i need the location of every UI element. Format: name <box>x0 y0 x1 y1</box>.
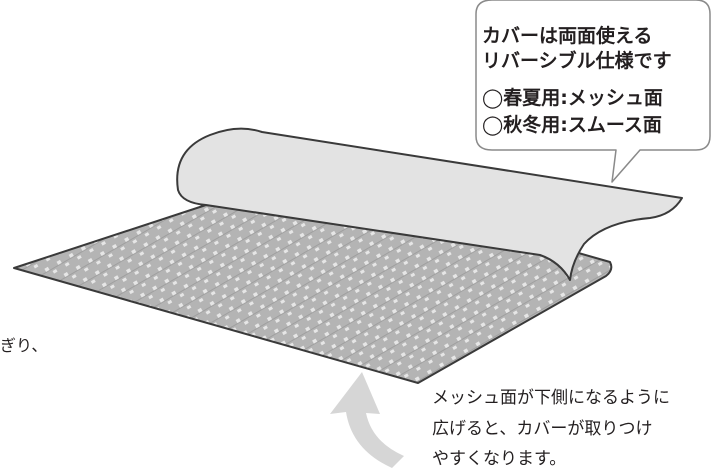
note-line-1: メッシュ面が下側になるように <box>432 388 670 408</box>
callout-autumn-winter: ◯秋冬用:スムース面 <box>482 114 662 136</box>
mesh-sheet <box>13 204 613 384</box>
cropped-text-fragment: ぎり、 <box>0 336 48 355</box>
callout-spring-summer: ◯春夏用:メッシュ面 <box>482 87 663 109</box>
curved-arrow-icon <box>330 372 404 468</box>
callout-line-2: リバーシブル仕様です <box>482 50 672 72</box>
note-line-3: やすくなります。 <box>432 449 567 469</box>
note-line-2: 広げると、カバーが取りつけ <box>432 419 653 439</box>
cover-sheet <box>176 127 683 281</box>
callout-bubble <box>475 0 711 183</box>
callout-line-1: カバーは両面使える <box>482 25 653 47</box>
